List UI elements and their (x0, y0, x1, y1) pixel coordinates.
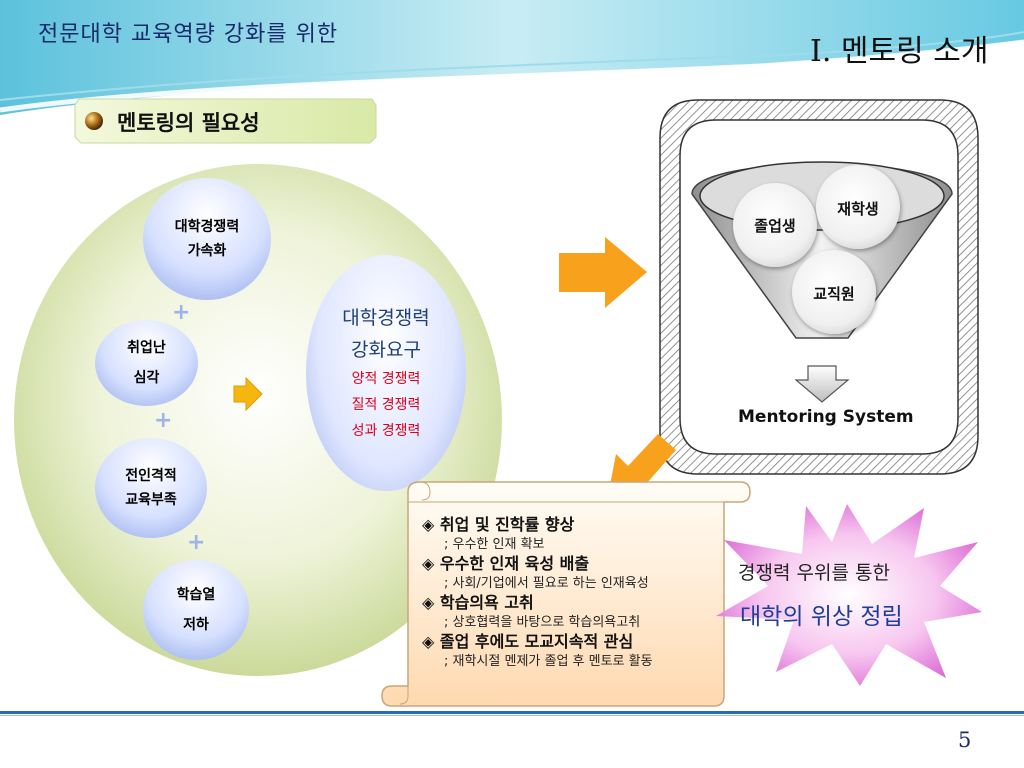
benefits-list: ◈ 취업 및 진학률 향상 ; 우수한 인재 확보 ◈ 우수한 인재 육성 배출… (422, 514, 722, 670)
plus-icon: + (154, 408, 173, 433)
member-student: 재학생 (837, 200, 879, 218)
outcome-line-2: 대학의 위상 정립 (740, 604, 903, 630)
member-circle (792, 250, 876, 334)
bullet-icon (85, 112, 103, 130)
arrow-right-icon (233, 376, 263, 412)
outcome-line-1: 경쟁력 우위를 통한 (738, 562, 890, 584)
circle-holistic-education-lack: 전인격적 교육부족 (95, 438, 207, 538)
member-circle (816, 165, 900, 249)
list-item: ◈ 학습의욕 고취 ; 상호협력을 바탕으로 학습의욕고취 (422, 593, 641, 630)
list-item: ◈ 우수한 인재 육성 배출 ; 사회/기업에서 필요로 하는 인재육성 (422, 554, 649, 591)
section-label-box (74, 98, 377, 144)
member-faculty: 교직원 (813, 285, 855, 303)
member-circle (733, 183, 817, 267)
plus-icon: + (187, 530, 206, 555)
section-label: 멘토링의 필요성 (117, 111, 260, 135)
section-title: I. 멘토링 소개 (810, 34, 989, 69)
list-item: ◈ 취업 및 진학률 향상 ; 우수한 인재 확보 (422, 515, 575, 552)
header-wave (0, 0, 1024, 115)
mentoring-system-label: Mentoring System (738, 407, 914, 427)
scroll-panel (381, 481, 751, 707)
arrow-right-icon (559, 237, 647, 308)
circle-learning-passion-decline: 학습열 저하 (143, 560, 249, 660)
header-title: 전문대학 교육역량 강화를 위한 (38, 22, 339, 47)
footer-divider (0, 711, 1024, 714)
plus-icon: + (172, 300, 191, 325)
circle-employment-difficulty: 취업난 심각 (95, 320, 198, 406)
circle-competitiveness-acceleration: 대학경쟁력 가속화 (143, 178, 271, 300)
footer-divider-light (0, 715, 1024, 716)
page-number: 5 (958, 728, 972, 752)
competitiveness-requirement-ellipse: 대학경쟁력 강화요구 양적 경쟁력 질적 경쟁력 성과 경쟁력 (306, 255, 466, 491)
member-graduate: 졸업생 (754, 217, 796, 235)
starburst-badge (716, 504, 982, 686)
list-item: ◈ 졸업 후에도 모교지속적 관심 ; 재학시절 멘제가 졸업 후 멘토로 활동 (422, 632, 653, 669)
